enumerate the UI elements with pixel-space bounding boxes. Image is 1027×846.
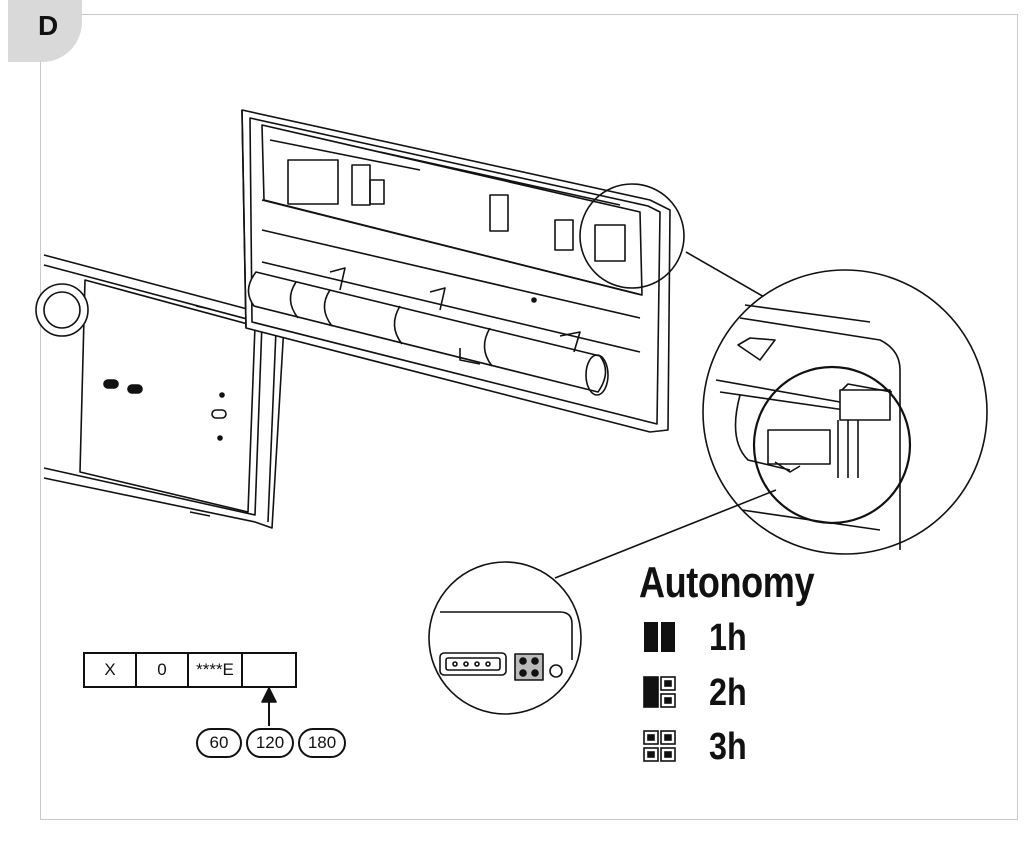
diagram-frame xyxy=(40,14,1018,820)
autonomy-label-2h: 2h xyxy=(709,672,747,714)
zoom-callout-housing xyxy=(579,183,988,555)
zoom-callout-board xyxy=(428,489,777,715)
time-option-180: 180 xyxy=(298,728,346,758)
jumper-icon-3h xyxy=(643,730,676,762)
main-housing xyxy=(241,109,671,433)
code-cell-2: 0 xyxy=(135,652,189,688)
panel-label: D xyxy=(38,10,59,41)
jumper-icon-1h xyxy=(644,622,675,652)
autonomy-label-1h: 1h xyxy=(709,617,747,659)
autonomy-label-3h: 3h xyxy=(709,726,747,768)
code-cell-1: X xyxy=(83,652,137,688)
time-option-120: 120 xyxy=(246,728,294,758)
code-cell-4 xyxy=(241,652,297,688)
arrow-up-icon xyxy=(261,687,277,703)
jumper-icon-2h xyxy=(643,676,676,708)
time-option-60: 60 xyxy=(196,728,242,758)
autonomy-title: Autonomy xyxy=(639,558,815,607)
front-cover xyxy=(35,254,285,529)
code-cell-3: ****E xyxy=(187,652,243,688)
